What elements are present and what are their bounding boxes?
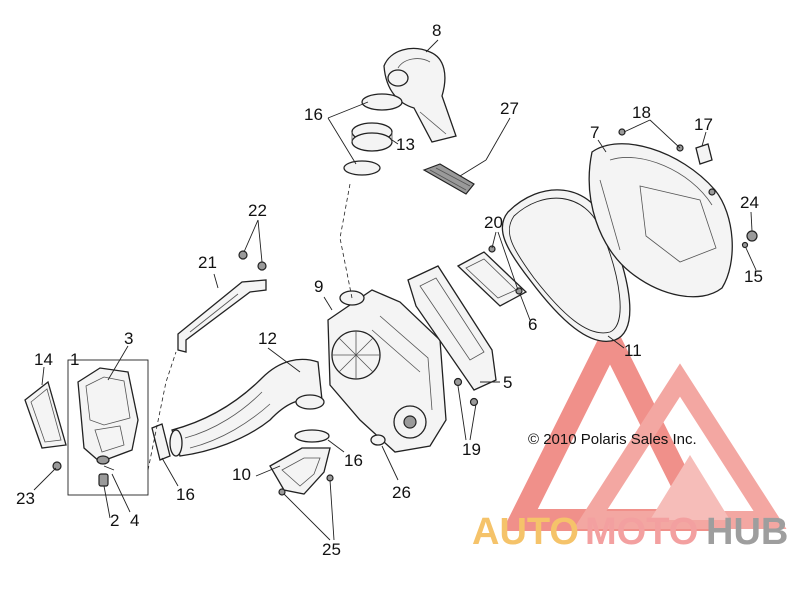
washer-part-26 bbox=[370, 434, 386, 446]
callout-3: 3 bbox=[124, 329, 133, 348]
callout-16-top: 16 bbox=[304, 105, 323, 124]
clamp-part-16-top bbox=[361, 93, 403, 111]
callout-labels: 14 1 3 23 2 4 16 10 25 16 12 21 22 9 26 … bbox=[16, 21, 763, 559]
callout-24: 24 bbox=[740, 193, 759, 212]
callout-8: 8 bbox=[432, 21, 441, 40]
dashed-ref-line-2 bbox=[147, 351, 177, 471]
vent-part-27 bbox=[422, 159, 487, 195]
callout-2: 2 bbox=[110, 511, 119, 530]
callout-13: 13 bbox=[396, 135, 415, 154]
callout-15: 15 bbox=[744, 267, 763, 286]
callout-11: 11 bbox=[624, 341, 642, 360]
callout-10: 10 bbox=[232, 465, 251, 484]
clamp-part-16-lower-left bbox=[151, 423, 171, 461]
outer-cover-part-7 bbox=[588, 143, 733, 298]
label-part-17 bbox=[695, 143, 713, 165]
bolts-part-22 bbox=[238, 250, 267, 271]
callout-6: 6 bbox=[528, 315, 537, 334]
callout-17: 17 bbox=[694, 115, 713, 134]
watermark-logo bbox=[502, 315, 787, 531]
clamp-part-16-lower-right bbox=[294, 429, 330, 443]
drain-part-2 bbox=[98, 473, 109, 487]
bolts-part-19 bbox=[453, 377, 479, 407]
gasket-part-14 bbox=[24, 380, 67, 449]
intake-duct-part-12 bbox=[169, 358, 325, 457]
leader-lines bbox=[33, 39, 757, 541]
callout-7: 7 bbox=[590, 123, 599, 142]
callout-22: 22 bbox=[248, 201, 267, 220]
clip-part-4 bbox=[103, 465, 115, 471]
watermark-moto: MOTO bbox=[585, 511, 698, 553]
airbox-part-3 bbox=[77, 367, 139, 465]
seal-part-5 bbox=[407, 265, 497, 391]
callout-5: 5 bbox=[503, 373, 512, 392]
copyright-notice: © 2010 Polaris Sales Inc. bbox=[528, 431, 697, 448]
watermark-text: AUTO MOTO HUB bbox=[472, 511, 788, 553]
assembly-box-1 bbox=[67, 359, 149, 496]
callout-21: 21 bbox=[198, 253, 217, 272]
callout-9: 9 bbox=[314, 277, 323, 296]
dashed-ref-line-1 bbox=[339, 183, 353, 299]
callout-20: 20 bbox=[484, 213, 503, 232]
callout-27: 27 bbox=[500, 99, 519, 118]
plate-part-6 bbox=[456, 245, 528, 307]
boot-part-10 bbox=[269, 447, 334, 496]
bracket-part-21 bbox=[177, 279, 267, 353]
clamp-part-16-mid bbox=[343, 160, 381, 176]
coupler-part-13 bbox=[351, 122, 393, 152]
callout-12: 12 bbox=[258, 329, 277, 348]
callout-14: 14 bbox=[34, 350, 53, 369]
callout-4: 4 bbox=[130, 511, 139, 530]
callout-1: 1 bbox=[70, 350, 79, 369]
inner-cover-part-9 bbox=[327, 289, 447, 453]
screw-part-15 bbox=[741, 241, 749, 249]
nut-part-24 bbox=[746, 230, 758, 242]
callout-19: 19 bbox=[462, 440, 481, 459]
watermark-auto: AUTO bbox=[472, 511, 579, 553]
callout-16-lower-left: 16 bbox=[176, 485, 195, 504]
watermark-hub: HUB bbox=[706, 511, 788, 553]
screw-part-23 bbox=[52, 461, 62, 471]
callout-16-lower-right: 16 bbox=[344, 451, 363, 470]
callout-26: 26 bbox=[392, 483, 411, 502]
callout-18: 18 bbox=[632, 103, 651, 122]
callout-25: 25 bbox=[322, 540, 341, 559]
callout-23: 23 bbox=[16, 489, 35, 508]
